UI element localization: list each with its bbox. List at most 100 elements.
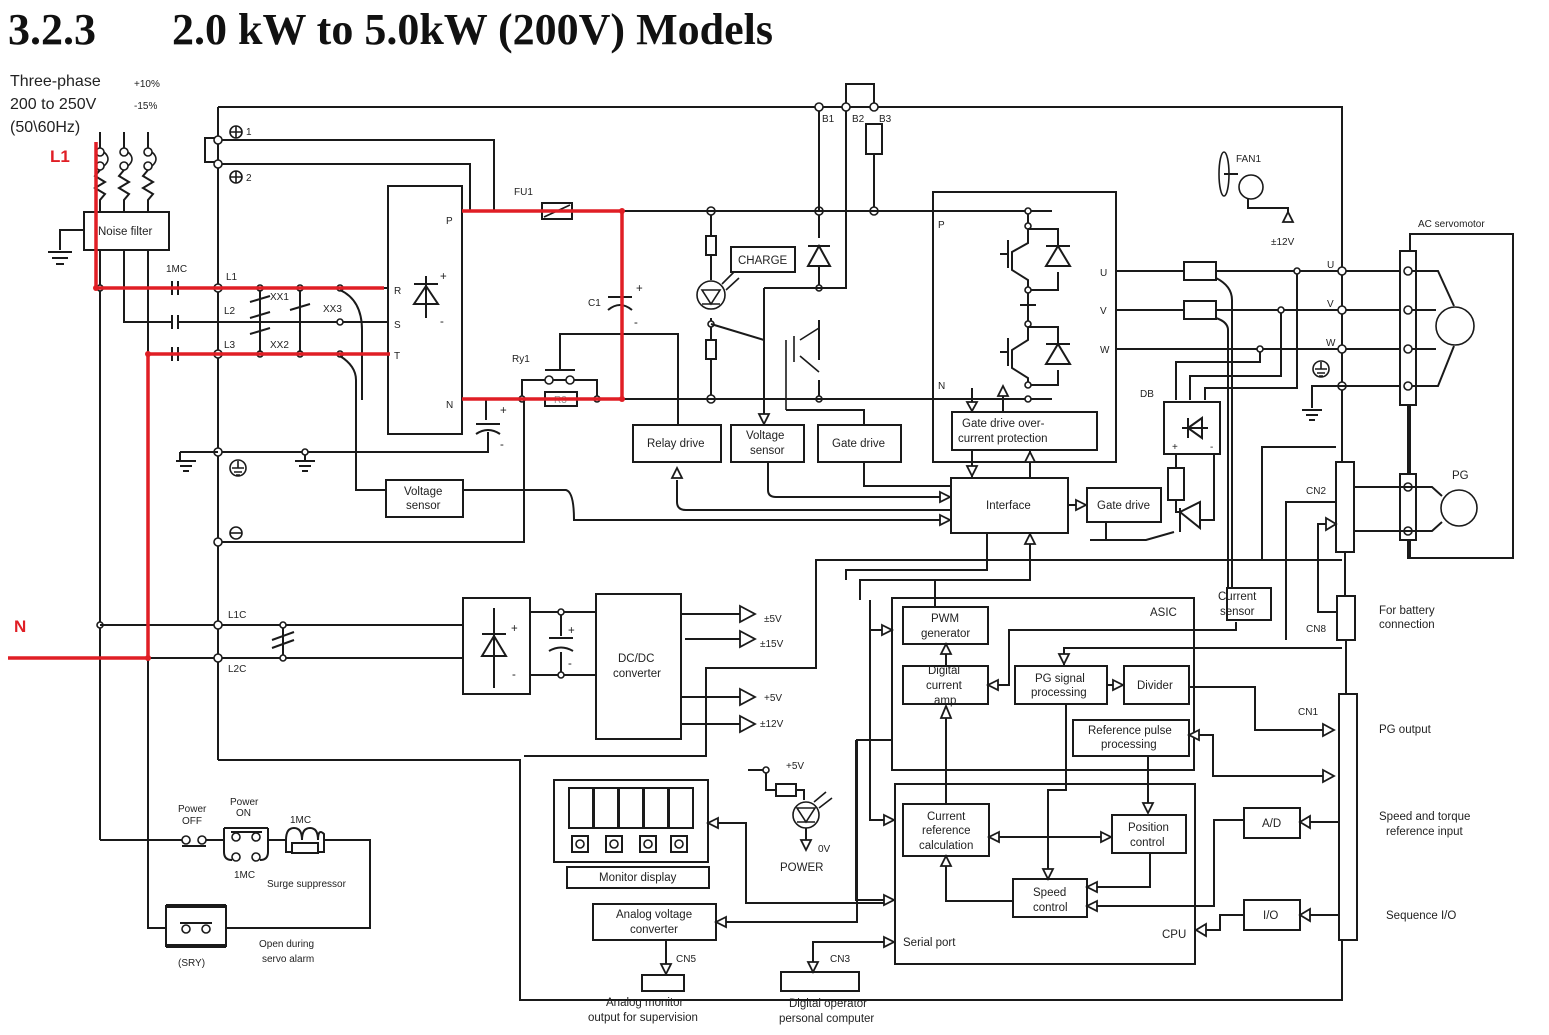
power-on-switch-icon xyxy=(223,827,269,862)
pg-signal-processing-block xyxy=(1014,665,1108,705)
supply-frequency: (50\60Hz) xyxy=(10,119,80,136)
db-label: DB xyxy=(1140,389,1154,400)
seven-segment-display-icon xyxy=(568,787,694,829)
pwm-generator-block xyxy=(902,606,989,645)
db-plus: + xyxy=(1172,442,1178,453)
dcdc-line1: DC/DC xyxy=(618,653,654,665)
battery-line2: connection xyxy=(1379,619,1435,631)
motor-icon xyxy=(1435,306,1475,346)
speed-torque-line2: reference input xyxy=(1386,826,1464,838)
cur-ref-line3: calculation xyxy=(919,840,973,852)
servo-relay-sry-icon xyxy=(165,904,227,948)
rect-plus: + xyxy=(440,271,447,283)
inv-w: W xyxy=(1100,345,1110,356)
cn2-connector[interactable] xyxy=(1335,461,1355,553)
vs1-line1: Voltage xyxy=(746,430,784,442)
gate-drive-ocp-block xyxy=(951,411,1098,451)
c1-plus: + xyxy=(636,283,643,295)
gd2-label: Gate drive xyxy=(1097,500,1150,512)
dcdc-converter-block xyxy=(595,593,682,740)
pe-link xyxy=(204,137,219,163)
page-title: 2.0 kW to 5.0kW (200V) Models xyxy=(172,5,773,54)
protective-earth-icon xyxy=(1312,360,1330,378)
interface-label: Interface xyxy=(986,500,1031,512)
section-number: 3.2.3 xyxy=(8,5,96,54)
divider-block xyxy=(1123,665,1190,705)
pe-wires xyxy=(222,139,495,212)
vs1-line2: sensor xyxy=(750,445,785,457)
ground-icon xyxy=(176,460,196,472)
terminal-b3: B3 xyxy=(879,114,892,125)
ad-label: A/D xyxy=(1262,818,1281,830)
regen-resistor xyxy=(865,123,883,155)
diode-icon xyxy=(412,276,440,318)
dcdc-line2: converter xyxy=(613,668,661,680)
surge-absorber-icon xyxy=(249,284,386,491)
pe-label-1: 1 xyxy=(246,127,252,138)
snubber-plus: + xyxy=(500,405,507,417)
gate-ocp-line2: current protection xyxy=(958,433,1048,445)
avc-line2: converter xyxy=(630,924,678,936)
top-bus-wire xyxy=(218,106,1343,540)
contactor-coil-icon xyxy=(285,826,325,854)
igbt-icon xyxy=(785,327,820,410)
db-resistor xyxy=(1167,467,1185,501)
cs-line1: Current xyxy=(1218,591,1257,603)
pe-terminal-2-icon xyxy=(229,170,243,184)
ref-pulse-line1: Reference pulse xyxy=(1088,725,1172,737)
inv-v: V xyxy=(1100,306,1107,317)
cn8-connector[interactable] xyxy=(1336,595,1356,641)
cn3-connector[interactable] xyxy=(780,971,860,992)
divider-label: Divider xyxy=(1137,680,1173,692)
voltage-sensor-ac-block xyxy=(385,479,464,518)
keypad-buttons[interactable] xyxy=(571,835,688,853)
control-rectifier-block xyxy=(462,597,531,695)
cn5-connector[interactable] xyxy=(641,974,685,992)
rect-r: R xyxy=(394,286,401,297)
fan-supply-label: ±12V xyxy=(1271,237,1295,248)
digital-op-line2: personal computer xyxy=(779,1013,874,1025)
voltage-sensor-dc-block xyxy=(730,424,805,463)
cn5-label: CN5 xyxy=(676,954,696,965)
spd-ctrl-line2: control xyxy=(1033,902,1068,914)
c1-label: C1 xyxy=(588,298,601,309)
filter-output-wires xyxy=(99,250,172,840)
gate-ocp-line1: Gate drive over- xyxy=(962,418,1045,430)
cn8-label: CN8 xyxy=(1306,624,1326,635)
vs2-line1: Voltage xyxy=(404,486,442,498)
pwm-line1: PWM xyxy=(931,613,959,625)
ctl-cap-plus: + xyxy=(568,625,575,637)
pos-ctrl-line2: control xyxy=(1130,837,1165,849)
dc-minus-wire xyxy=(222,399,525,543)
aux-contact-label: 1MC xyxy=(234,870,255,881)
ground-icon xyxy=(1302,409,1322,421)
power-led-label: POWER xyxy=(780,862,823,874)
term-u: U xyxy=(1327,260,1334,271)
terminal-l2c: L2C xyxy=(228,664,246,675)
cn1-connector[interactable] xyxy=(1338,693,1358,941)
pg-output-label: PG output xyxy=(1379,724,1432,736)
terminal-l3: L3 xyxy=(224,340,236,351)
spd-ctrl-line1: Speed xyxy=(1033,887,1066,899)
ctl-rect-plus: + xyxy=(511,623,518,635)
tolerance-minus: -15% xyxy=(134,101,157,112)
supply-phase: Three-phase xyxy=(10,73,101,90)
speed-torque-line1: Speed and torque xyxy=(1379,811,1470,823)
annotation-n: N xyxy=(14,617,26,636)
charge-indicator xyxy=(730,246,796,273)
contactor-1mc-icon xyxy=(171,281,179,361)
pg-proc-line1: PG signal xyxy=(1035,673,1085,685)
sry-label: (SRY) xyxy=(178,958,205,969)
db-minus: - xyxy=(1210,442,1213,453)
fan-label: FAN1 xyxy=(1236,154,1261,165)
uvw-output-wires xyxy=(1116,270,1400,350)
encoder-pg-icon xyxy=(1440,489,1478,527)
cn2-wires xyxy=(1261,446,1336,640)
diode-icon xyxy=(480,608,508,688)
term-v: V xyxy=(1327,299,1334,310)
vs2-line2: sensor xyxy=(406,500,441,512)
c1-minus: - xyxy=(634,317,638,329)
alarm-line1: Open during xyxy=(259,939,314,950)
gate-drive-brake-block xyxy=(817,424,902,463)
supply-5v: +5V xyxy=(764,693,782,704)
